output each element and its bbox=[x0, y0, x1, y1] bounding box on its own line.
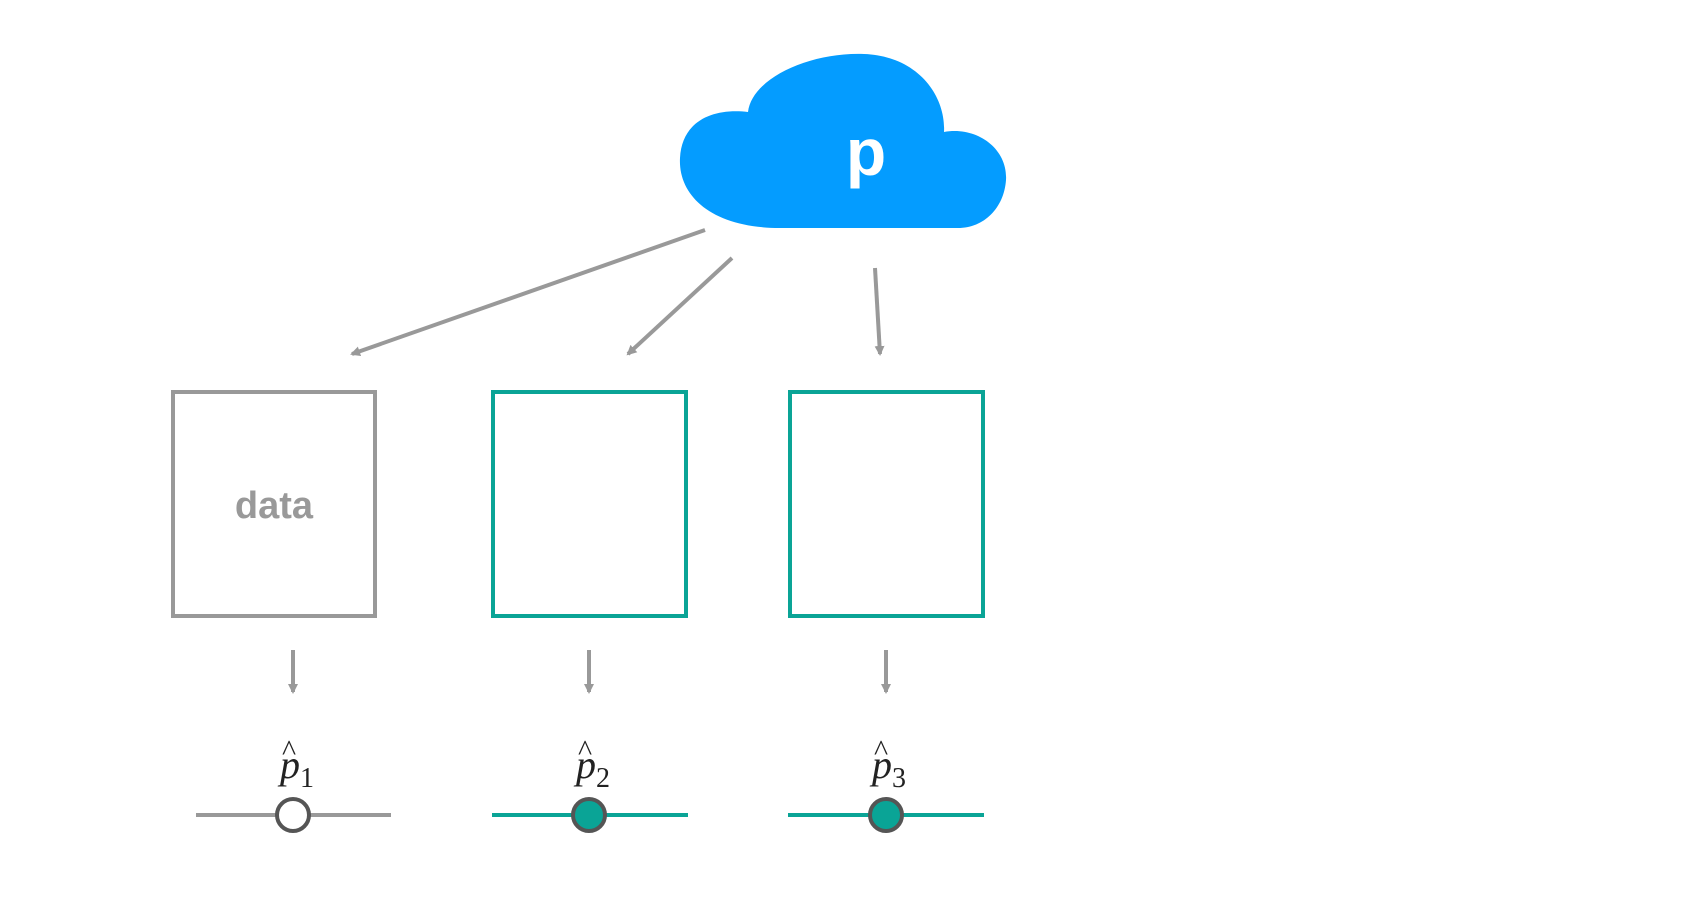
population-label: p bbox=[846, 115, 886, 189]
estimate-subscript: 1 bbox=[300, 763, 314, 794]
estimate-marker-filled bbox=[571, 797, 607, 833]
estimate-base: p bbox=[869, 742, 892, 787]
estimate-hat: ^ bbox=[282, 734, 296, 767]
arrow-cloud-to-sample-2 bbox=[626, 256, 734, 356]
arrow-cloud-to-sample-3 bbox=[873, 267, 885, 356]
estimate-marker-empty bbox=[275, 797, 311, 833]
estimate-label: p1 bbox=[277, 742, 314, 794]
sample-1: data p1 ^ bbox=[171, 390, 391, 833]
sample-box-label: data bbox=[235, 485, 314, 527]
estimate-label: p3 bbox=[869, 742, 906, 794]
estimate-base: p bbox=[277, 742, 300, 787]
sample-3: p3 ^ bbox=[788, 390, 985, 833]
cloud-icon bbox=[679, 53, 1007, 229]
estimate-label: p2 bbox=[573, 742, 610, 794]
estimate-subscript: 3 bbox=[892, 763, 906, 794]
sample-box bbox=[491, 390, 688, 618]
population-cloud: p bbox=[679, 53, 1007, 229]
sample-box bbox=[788, 390, 985, 618]
estimate-hat: ^ bbox=[578, 734, 592, 767]
estimate-base: p bbox=[573, 742, 596, 787]
sample-2: p2 ^ bbox=[491, 390, 688, 833]
sample-box bbox=[171, 390, 377, 618]
estimate-hat: ^ bbox=[874, 734, 888, 767]
estimate-subscript: 2 bbox=[596, 763, 610, 794]
estimate-marker-filled bbox=[868, 797, 904, 833]
arrow-cloud-to-sample-1 bbox=[350, 228, 706, 357]
